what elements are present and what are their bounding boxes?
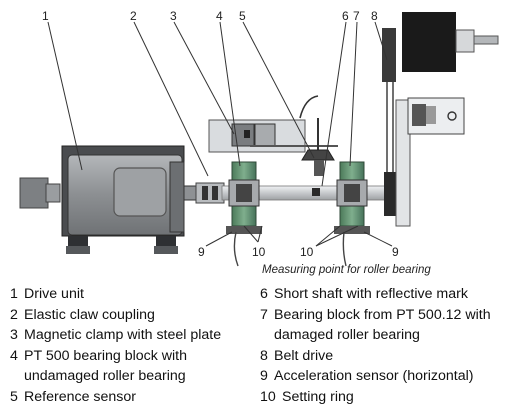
belt-drive	[382, 12, 499, 227]
legend-item-9: 9 Acceleration sensor (horizontal)	[260, 366, 522, 387]
legend-number: 1	[10, 286, 18, 302]
legend-text: PT 500 bearing block with undamaged roll…	[24, 347, 187, 385]
legend-text: Belt drive	[274, 347, 334, 364]
legend-text: Setting ring	[282, 388, 354, 405]
callout-9-left: 9	[198, 245, 205, 259]
legend-number: 3	[10, 327, 18, 343]
legend-number: 8	[260, 347, 268, 364]
legend-item-2: 2 Elastic claw coupling	[10, 305, 260, 326]
legend-item-6: 6 Short shaft with reflective mark	[260, 284, 522, 305]
callout-8: 8	[371, 9, 378, 23]
callout-1: 1	[42, 9, 49, 23]
sensor-cable-right	[342, 231, 347, 267]
legend-text: Short shaft with reflective mark	[274, 286, 468, 302]
claw-coupling	[195, 182, 225, 204]
legend-number: 6	[260, 286, 268, 302]
legend-left-column: 1 Drive unit 2 Elastic claw coupling 3 Magn…	[10, 284, 260, 407]
leader-lines	[47, 21, 393, 247]
legend-item-4: 4 PT 500 bearing block with undamaged rol…	[10, 346, 260, 387]
callout-10-left: 10	[252, 245, 266, 259]
legend-number: 2	[10, 306, 18, 323]
legend-item-8: 8 Belt drive	[260, 346, 522, 367]
legend-item-3: 3 Magnetic clamp with steel plate	[10, 325, 260, 346]
bearing-block-damaged	[334, 161, 370, 234]
legend-number: 5	[10, 388, 18, 405]
legend-right-column: 6 Short shaft with reflective mark 7 Beari…	[260, 284, 522, 407]
legend-text: Acceleration sensor (horizontal)	[274, 368, 474, 384]
callout-7: 7	[353, 9, 360, 23]
legend-text: Drive unit	[24, 286, 84, 302]
legend-number: 9	[260, 368, 268, 384]
bearing-block-undamaged	[226, 161, 262, 234]
legend-number: 4	[10, 347, 18, 364]
callout-2: 2	[130, 9, 137, 23]
legend-text: Reference sensor	[24, 388, 136, 405]
callout-5: 5	[239, 9, 246, 23]
legend-item-5: 5 Reference sensor	[10, 387, 260, 408]
legend-text: Bearing block from PT 500.12 with damage…	[274, 306, 491, 344]
callout-9-right: 9	[392, 245, 399, 259]
test-rig-diagram: 1 2 3 4 5 6 7 8 9 10 10 9	[19, 9, 499, 267]
callout-6: 6	[342, 9, 349, 23]
drive-unit	[19, 145, 197, 254]
callout-3: 3	[170, 9, 177, 23]
legend-text: Magnetic clamp with steel plate	[24, 327, 222, 343]
legend-number: 10	[260, 388, 276, 405]
legend-item-7: 7 Bearing block from PT 500.12 with damag…	[260, 305, 522, 346]
legend-item-1: 1 Drive unit	[10, 284, 260, 305]
callout-4: 4	[216, 9, 223, 23]
callout-10-right: 10	[300, 245, 314, 259]
legend-item-10: 10 Setting ring	[260, 387, 522, 408]
callout-numbers: 1 2 3 4 5 6 7 8 9 10 10 9	[42, 9, 399, 259]
sensor-cable-left	[233, 231, 239, 267]
magnetic-clamp	[208, 119, 338, 153]
legend-text: Elastic claw coupling	[24, 306, 155, 323]
legend-number: 7	[260, 306, 268, 323]
measuring-point-caption: Measuring point for roller bearing	[262, 264, 431, 276]
